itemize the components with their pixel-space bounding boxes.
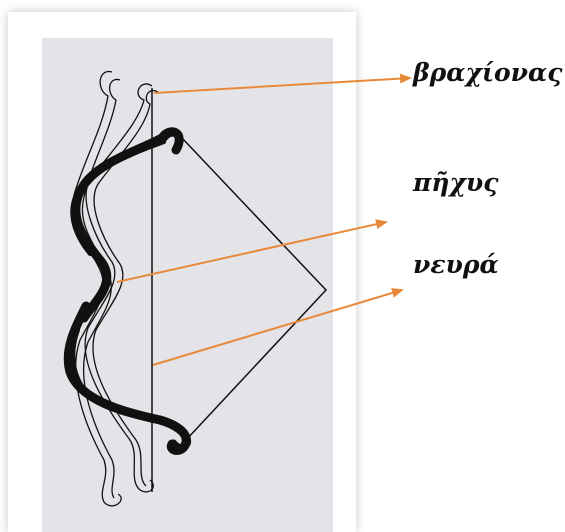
drawn-bowstring (181, 137, 328, 441)
arrow-grip (116, 219, 388, 283)
label-string: νευρά (413, 250, 499, 279)
bow-limbs (63, 127, 192, 455)
label-grip: πῆχυς (413, 168, 499, 197)
arrow-arm (153, 73, 412, 94)
label-arm: βραχίονας (413, 58, 563, 87)
arrow-string (152, 288, 404, 366)
bow-outline-lines (71, 70, 159, 507)
